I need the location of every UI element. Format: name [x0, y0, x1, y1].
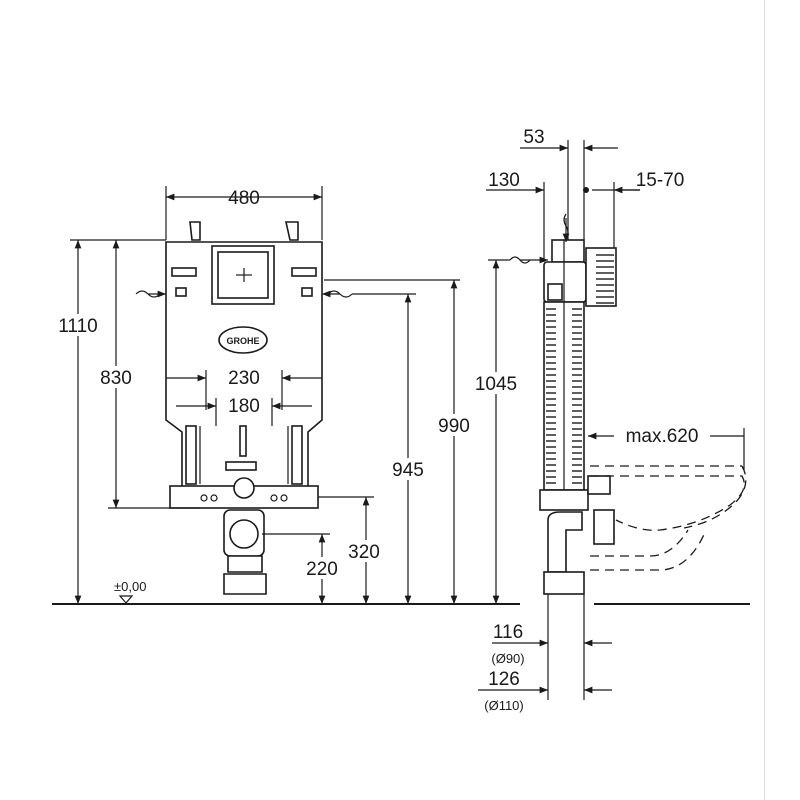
dim-1045: 1045 [470, 259, 522, 604]
brand-logo: GROHE [218, 326, 268, 354]
svg-text:1045: 1045 [475, 374, 517, 395]
dim-230: 230 [166, 368, 322, 410]
svg-text:max.620: max.620 [626, 426, 699, 447]
page-divider-line [764, 0, 765, 800]
svg-text:GROHE: GROHE [226, 336, 259, 346]
dim-max-620: max.620 [588, 424, 745, 470]
svg-text:(Ø110): (Ø110) [484, 698, 524, 713]
svg-text:15-70: 15-70 [636, 170, 685, 191]
svg-text:220: 220 [306, 559, 338, 580]
svg-text:180: 180 [228, 396, 260, 417]
dim-220: 220 [262, 533, 344, 604]
svg-text:(Ø90): (Ø90) [491, 651, 524, 666]
svg-text:990: 990 [438, 416, 470, 437]
dim-15-70: 15-70 [583, 170, 684, 248]
dim-53: 53 [520, 127, 618, 240]
svg-text:830: 830 [100, 368, 132, 389]
svg-text:230: 230 [228, 368, 260, 389]
dim-480: 480 [165, 186, 323, 240]
toilet-bowl-outline [590, 465, 747, 571]
floor-level-marker-icon: ±0,00 [114, 579, 146, 604]
dim-130: 130 [486, 170, 545, 262]
svg-text:126: 126 [488, 669, 520, 690]
dim-1110: 1110 [52, 239, 166, 604]
dim-180: 180 [176, 396, 312, 426]
svg-text:1110: 1110 [58, 316, 97, 337]
svg-text:116: 116 [493, 622, 523, 643]
dim-945: 945 [352, 293, 434, 604]
side-frame [509, 213, 617, 595]
front-frame: GROHE [135, 221, 353, 595]
svg-text:130: 130 [488, 170, 520, 191]
dim-126: 126 (Ø110) [478, 669, 612, 713]
dim-116: 116 (Ø90) [491, 594, 612, 700]
svg-text:53: 53 [523, 127, 544, 148]
svg-text:±0,00: ±0,00 [114, 579, 146, 594]
flush-plate-icon [211, 245, 275, 305]
svg-text:320: 320 [348, 542, 380, 563]
dim-990: 990 [324, 279, 480, 604]
dim-830: 830 [96, 240, 200, 509]
svg-text:945: 945 [392, 460, 424, 481]
svg-text:480: 480 [228, 188, 260, 209]
dim-320: 320 [318, 496, 388, 604]
